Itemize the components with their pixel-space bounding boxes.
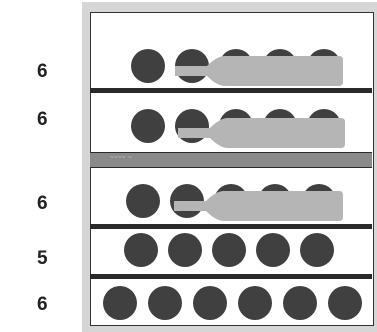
bottle-end-icon [238,286,272,320]
bottle-end-icon [300,233,334,267]
bottle-end-icon [131,109,165,143]
bottle-end-icon [168,233,202,267]
bottle-end-icon [124,233,158,267]
bottle-end-icon [126,184,160,218]
bottle-end-icon [148,286,182,320]
bottle-end-icon [256,233,290,267]
bottle-end-icon [283,286,317,320]
bottle-end-icon [131,49,165,83]
bottle-end-icon [103,286,137,320]
bottle-end-icon [193,286,227,320]
bottle-end-icon [212,233,246,267]
bottle-end-icon [328,286,362,320]
